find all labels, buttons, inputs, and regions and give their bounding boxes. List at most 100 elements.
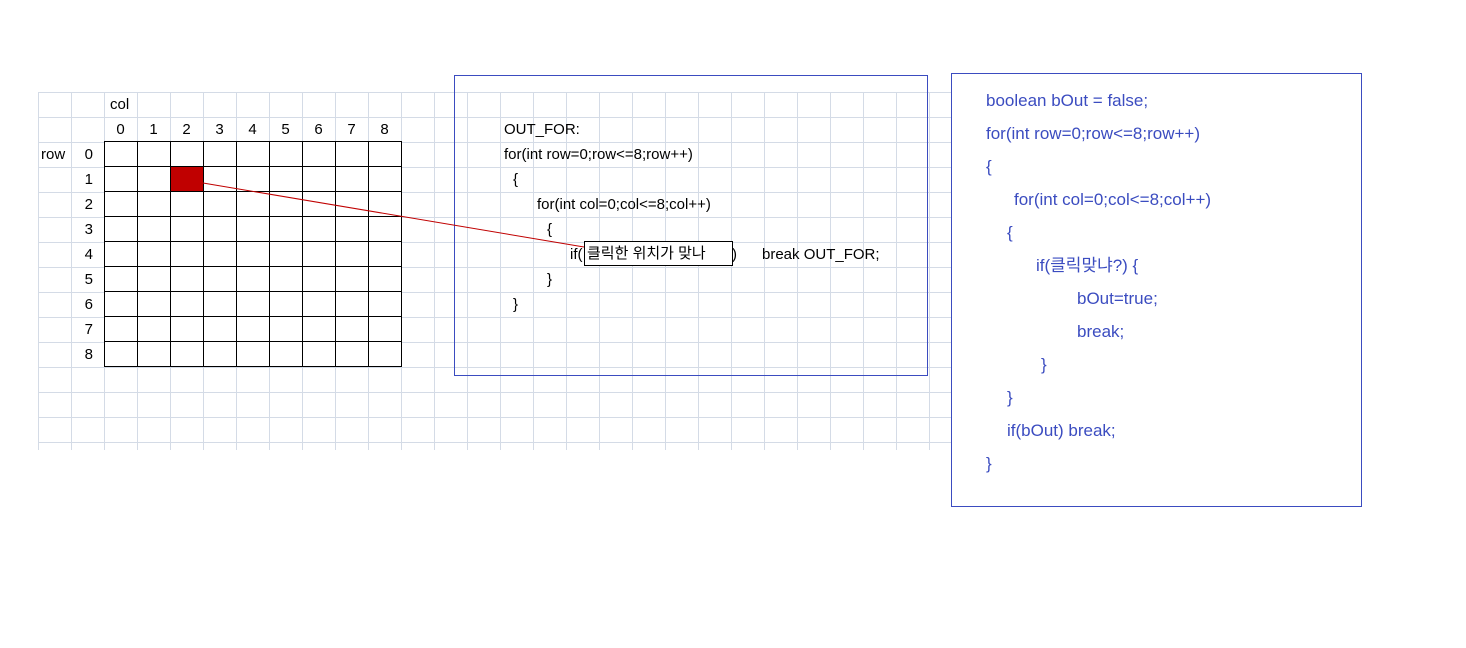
board-cell[interactable] <box>105 167 138 192</box>
col-header: 0 <box>116 121 125 138</box>
board-cell[interactable] <box>105 267 138 292</box>
board-cell[interactable] <box>336 292 369 317</box>
board-cell[interactable] <box>138 242 171 267</box>
board-cell[interactable] <box>270 317 303 342</box>
board-cell[interactable] <box>105 217 138 242</box>
board-cell[interactable] <box>270 242 303 267</box>
board-cell[interactable] <box>369 192 402 217</box>
board-cell[interactable] <box>369 267 402 292</box>
board-cell[interactable] <box>336 342 369 367</box>
board-cell[interactable] <box>237 242 270 267</box>
board-cell[interactable] <box>204 292 237 317</box>
board-cell[interactable] <box>303 192 336 217</box>
code-line: } <box>1041 355 1047 374</box>
board-cell[interactable] <box>138 317 171 342</box>
board-cell[interactable] <box>138 142 171 167</box>
board-cell[interactable] <box>105 242 138 267</box>
col-header: 2 <box>182 121 191 138</box>
board-cell[interactable] <box>204 192 237 217</box>
board-cell[interactable] <box>171 342 204 367</box>
board-cell[interactable] <box>336 217 369 242</box>
board-cell[interactable] <box>204 317 237 342</box>
board-cell[interactable] <box>303 142 336 167</box>
board-cell[interactable] <box>237 142 270 167</box>
board-cell[interactable] <box>138 342 171 367</box>
board-cell[interactable] <box>171 267 204 292</box>
code-line: } <box>547 271 553 288</box>
board-grid <box>104 141 402 367</box>
board-cell[interactable] <box>270 267 303 292</box>
board-cell[interactable] <box>138 217 171 242</box>
row-header: 5 <box>84 271 93 288</box>
board-cell[interactable] <box>204 342 237 367</box>
board-cell[interactable] <box>336 142 369 167</box>
board-cell[interactable] <box>105 317 138 342</box>
board-cell[interactable] <box>237 317 270 342</box>
board-cell[interactable] <box>303 292 336 317</box>
board-cell[interactable] <box>204 167 237 192</box>
board-cell[interactable] <box>303 242 336 267</box>
board-cell[interactable] <box>171 142 204 167</box>
board-cell[interactable] <box>270 167 303 192</box>
col-header: 7 <box>347 121 356 138</box>
board-cell[interactable] <box>369 167 402 192</box>
code-line: { <box>547 221 553 238</box>
board-cell[interactable] <box>204 142 237 167</box>
board-cell[interactable] <box>270 342 303 367</box>
board-cell[interactable] <box>336 317 369 342</box>
code-line: for(int col=0;col<=8;col++) <box>1014 190 1212 209</box>
code-line: break; <box>1077 322 1125 341</box>
board-cell[interactable] <box>369 292 402 317</box>
board-cell[interactable] <box>270 217 303 242</box>
board-cell[interactable] <box>303 317 336 342</box>
board-cell[interactable] <box>270 142 303 167</box>
board-cell[interactable] <box>171 317 204 342</box>
board-cell[interactable] <box>369 317 402 342</box>
board-cell[interactable] <box>105 292 138 317</box>
board-cell[interactable] <box>204 217 237 242</box>
board-cell[interactable] <box>138 292 171 317</box>
board-cell[interactable] <box>303 217 336 242</box>
board-cell[interactable] <box>105 192 138 217</box>
board-cell[interactable] <box>138 267 171 292</box>
board-cell-selected[interactable] <box>171 167 204 192</box>
board-cell[interactable] <box>204 242 237 267</box>
board-cell[interactable] <box>303 267 336 292</box>
board-cell[interactable] <box>369 217 402 242</box>
board-cell[interactable] <box>270 292 303 317</box>
row-label: row <box>41 146 66 163</box>
board-cell[interactable] <box>237 167 270 192</box>
board-cell[interactable] <box>171 192 204 217</box>
board-cell[interactable] <box>204 267 237 292</box>
code-line: } <box>1007 388 1013 407</box>
board-cell[interactable] <box>171 292 204 317</box>
board-cell[interactable] <box>171 242 204 267</box>
code-box-flag-break <box>951 73 1362 507</box>
col-header: 8 <box>380 121 389 138</box>
board-cell[interactable] <box>138 192 171 217</box>
board-cell[interactable] <box>336 192 369 217</box>
row-header: 6 <box>84 296 93 313</box>
board-cell[interactable] <box>138 167 171 192</box>
board-cell[interactable] <box>336 267 369 292</box>
board-cell[interactable] <box>369 242 402 267</box>
board-cell[interactable] <box>336 242 369 267</box>
board-cell[interactable] <box>303 167 336 192</box>
board-cell[interactable] <box>171 217 204 242</box>
board-cell[interactable] <box>270 192 303 217</box>
code-line: if(클릭맞냐?) { <box>1036 256 1139 275</box>
board-cell[interactable] <box>237 342 270 367</box>
code-line: { <box>986 157 992 176</box>
board-cell[interactable] <box>237 192 270 217</box>
board-cell[interactable] <box>369 142 402 167</box>
board-cell[interactable] <box>237 292 270 317</box>
board-cell[interactable] <box>303 342 336 367</box>
board-cell[interactable] <box>105 342 138 367</box>
code-line: } <box>986 454 992 473</box>
board-cell[interactable] <box>105 142 138 167</box>
board-cell[interactable] <box>237 267 270 292</box>
board-cell[interactable] <box>336 167 369 192</box>
board-cell[interactable] <box>237 217 270 242</box>
code-line-break: break OUT_FOR; <box>762 246 880 263</box>
board-cell[interactable] <box>369 342 402 367</box>
